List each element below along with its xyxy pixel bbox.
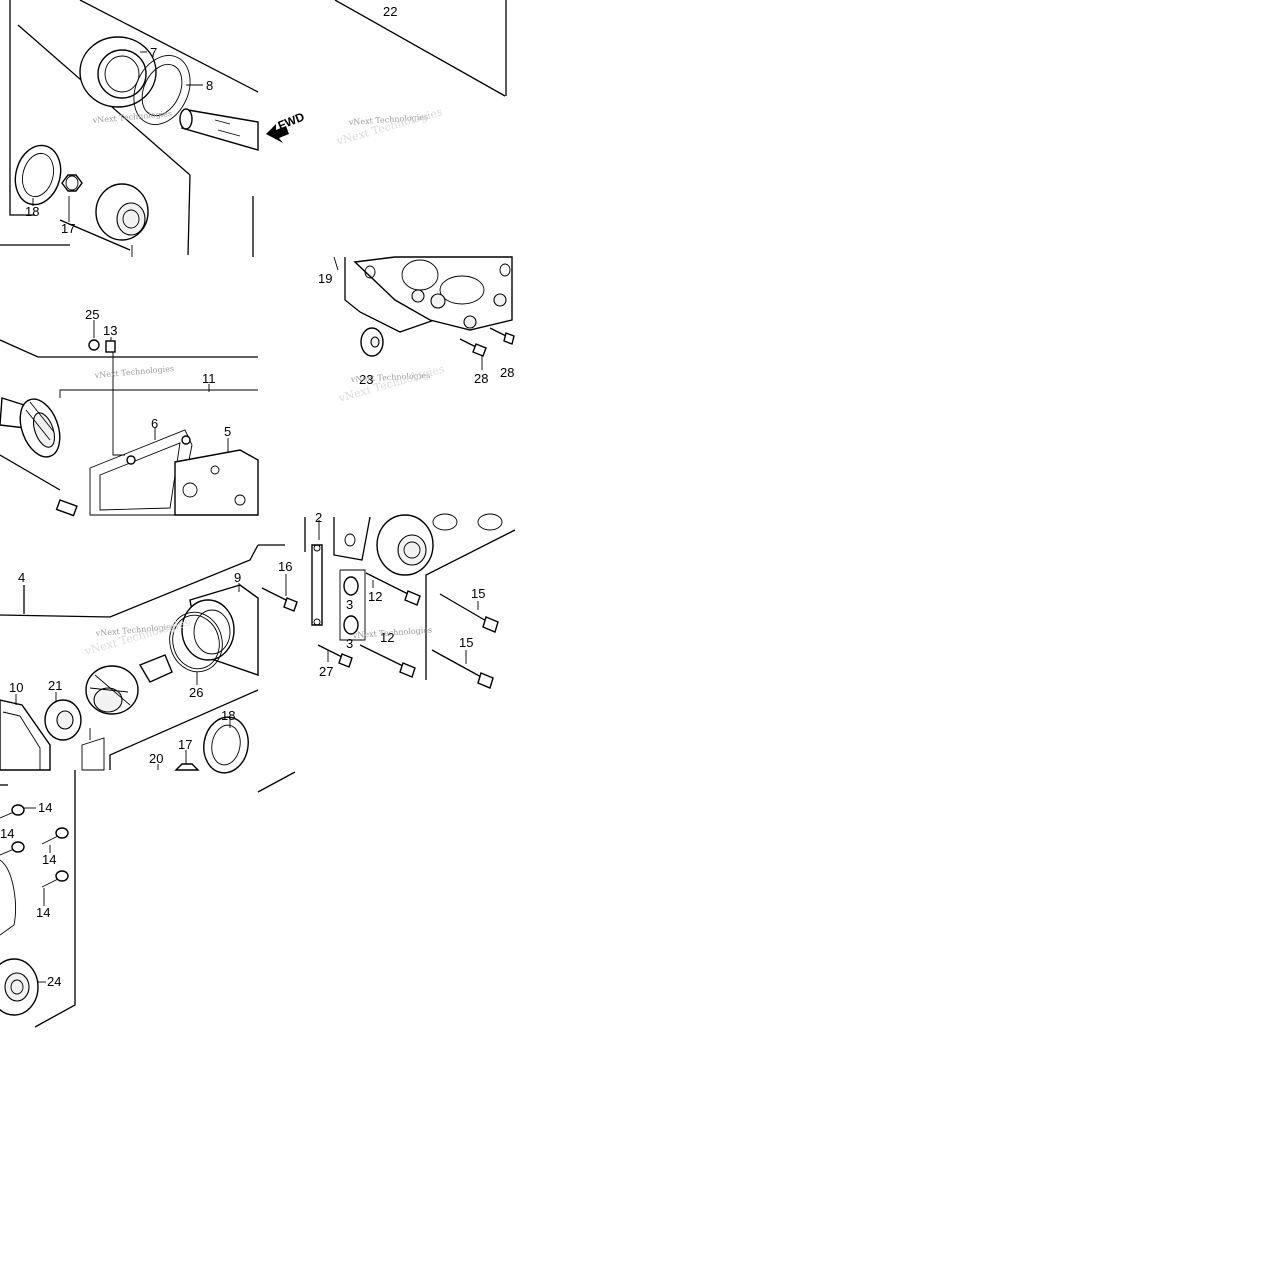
callout-13: 13 bbox=[103, 323, 117, 338]
tile-top-right: FWD 22 vNext Technologies vNext Technolo… bbox=[252, 0, 507, 257]
watermark: vNext Technologies bbox=[350, 371, 431, 384]
callout-20: 20 bbox=[149, 751, 163, 766]
callout-27: 27 bbox=[319, 664, 333, 679]
callout-15b: 15 bbox=[459, 635, 473, 650]
watermark: vNext Technologies bbox=[93, 364, 174, 380]
callout-8: 8 bbox=[206, 78, 213, 93]
callout-3: 3 bbox=[346, 597, 353, 612]
callout-26: 26 bbox=[189, 685, 203, 700]
callout-14a: 14 bbox=[38, 800, 52, 815]
callout-15: 15 bbox=[471, 586, 485, 601]
callout-14b: 14 bbox=[0, 826, 14, 841]
callout-11: 11 bbox=[202, 371, 216, 386]
tile-bottom-left: 14 14 14 14 24 bbox=[0, 770, 76, 1028]
tile-lower-left: 4 9 21 10 26 18 17 20 vNext Technologies… bbox=[0, 544, 259, 774]
callout-28b: 28 bbox=[500, 365, 514, 380]
callout-7: 7 bbox=[150, 45, 157, 60]
callout-4: 4 bbox=[18, 570, 25, 585]
callout-23: 23 bbox=[359, 372, 373, 387]
callout-22: 22 bbox=[383, 4, 397, 19]
tile-top-left: 7 8 18 17 vNext Technologies bbox=[0, 0, 259, 257]
callout-5: 5 bbox=[224, 424, 231, 439]
callout-2: 2 bbox=[315, 510, 322, 525]
callout-18-lower: 18 bbox=[221, 708, 235, 723]
callout-12b: 12 bbox=[380, 630, 394, 645]
fwd-arrow-icon bbox=[266, 124, 289, 143]
tile-middle-left: 25 13 11 6 5 vNext Technologies bbox=[0, 307, 259, 517]
tile-middle-right: 19 28 28 23 vNext Technologies vNext Tec… bbox=[318, 256, 515, 405]
callout-12: 12 bbox=[368, 589, 382, 604]
fwd-label: FWD bbox=[276, 109, 307, 132]
callout-25: 25 bbox=[85, 307, 99, 322]
callout-3b: 3 bbox=[346, 636, 353, 651]
callout-28: 28 bbox=[474, 371, 488, 386]
callout-24: 24 bbox=[47, 974, 61, 989]
callout-19: 19 bbox=[318, 271, 332, 286]
watermark: vNext Technologies bbox=[91, 109, 172, 125]
callout-17-lower: 17 bbox=[178, 737, 192, 752]
callout-17: 17 bbox=[61, 221, 75, 236]
callout-18: 18 bbox=[25, 204, 39, 219]
callout-21: 21 bbox=[48, 678, 62, 693]
callout-10: 10 bbox=[9, 680, 23, 695]
callout-14d: 14 bbox=[36, 905, 50, 920]
tile-lower-right: 16 2 3 12 15 27 3 12 15 vNext Technologi… bbox=[257, 510, 516, 793]
callout-16: 16 bbox=[278, 559, 292, 574]
callout-6: 6 bbox=[151, 416, 158, 431]
callout-9: 9 bbox=[234, 570, 241, 585]
callout-14c: 14 bbox=[42, 852, 56, 867]
